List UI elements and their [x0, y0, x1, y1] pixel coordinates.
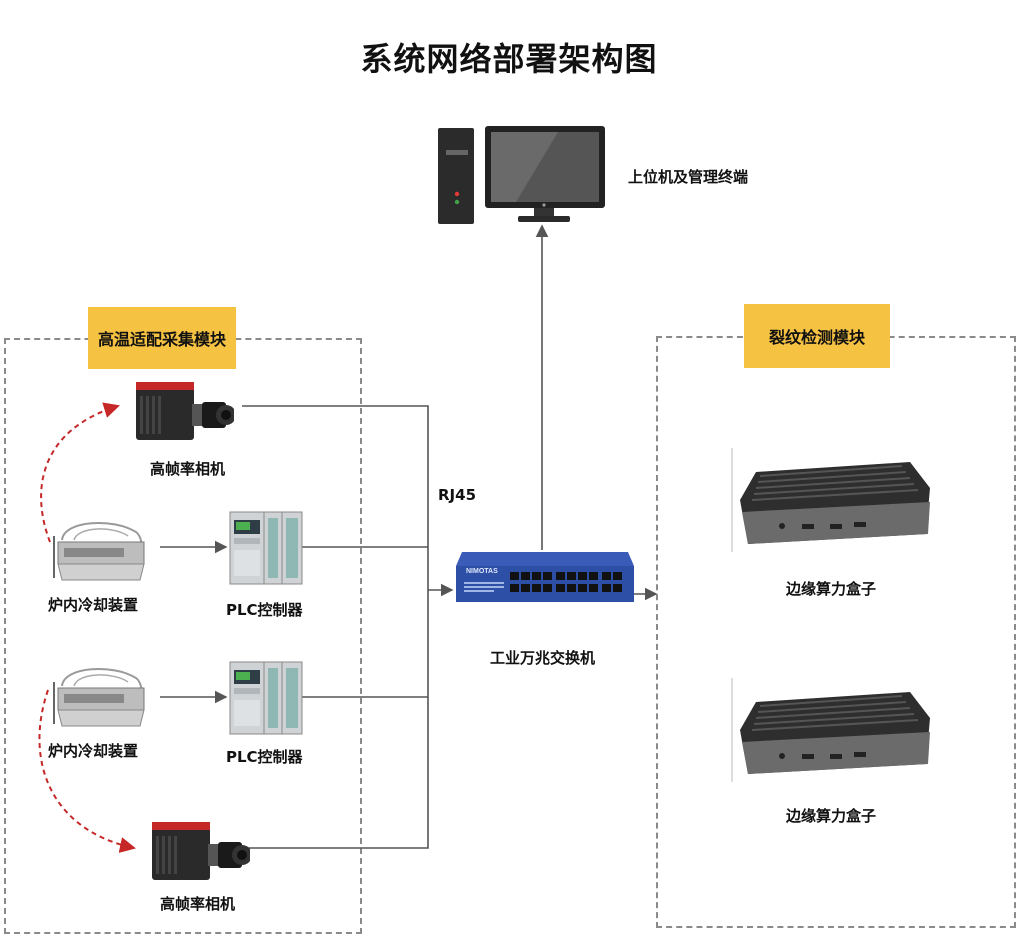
rj45-label: RJ45	[438, 486, 477, 504]
edge-top-label: 边缘算力盒子	[786, 580, 877, 598]
plc-top-label: PLC控制器	[226, 601, 303, 619]
edge-computing-box-icon	[731, 448, 930, 552]
network-switch-icon	[456, 552, 634, 602]
right-module-tag: 裂纹检测模块	[744, 304, 890, 368]
line-camera-top	[242, 405, 429, 590]
edge-computing-box-icon	[731, 678, 930, 782]
camera-top-label: 高帧率相机	[150, 460, 226, 478]
line-camera-bottom	[242, 590, 429, 849]
switch-brand-label: NIMOTAS	[466, 568, 498, 575]
dashed-arrow-bottom	[38, 689, 136, 853]
host-computer-icon	[438, 126, 605, 224]
page-title: 系统网络部署架构图	[360, 40, 658, 78]
camera-icon	[136, 382, 234, 440]
switch-label: 工业万兆交换机	[490, 649, 596, 667]
camera-icon	[152, 822, 250, 880]
camera-bottom-label: 高帧率相机	[160, 895, 236, 913]
cooling-device-icon	[53, 668, 145, 727]
left-module-tag: 高温适配采集模块	[88, 307, 236, 369]
plc-bottom-label: PLC控制器	[226, 748, 303, 766]
edge-bottom-label: 边缘算力盒子	[786, 807, 877, 825]
plc-controller-icon	[229, 511, 303, 585]
dashed-arrow-top	[40, 402, 120, 543]
cooler-bottom-label: 炉内冷却装置	[48, 742, 139, 760]
plc-controller-icon	[229, 661, 303, 735]
host-label: 上位机及管理终端	[628, 168, 749, 186]
cooling-device-icon	[53, 522, 145, 581]
cooler-top-label: 炉内冷却装置	[48, 596, 139, 614]
